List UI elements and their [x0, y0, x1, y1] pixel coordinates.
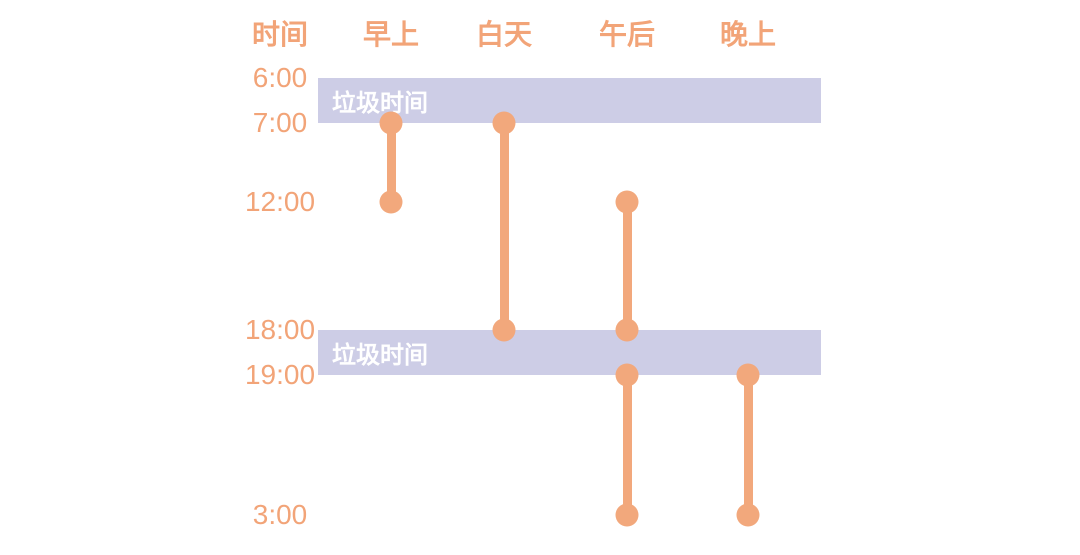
range-dot-morning-1-end — [379, 190, 403, 214]
garbage-time-band-1: 垃圾时间 — [318, 78, 821, 123]
time-tick-1900: 19:00 — [244, 359, 316, 390]
range-stem-evening-1 — [743, 375, 753, 515]
range-dot-daytime-1-start — [492, 111, 516, 135]
range-dot-afternoon-1-start — [615, 190, 639, 214]
range-dot-afternoon-2-start — [615, 363, 639, 387]
column-header-morning: 早上 — [362, 19, 420, 50]
range-dot-evening-1-end — [736, 503, 760, 527]
time-tick-1200: 12:00 — [244, 186, 316, 217]
garbage-time-band-label: 垃圾时间 — [332, 90, 428, 117]
range-stem-morning-1 — [386, 123, 396, 202]
range-dot-daytime-1-end — [492, 318, 516, 342]
garbage-time-band-label: 垃圾时间 — [332, 342, 428, 369]
range-stem-daytime-1 — [499, 123, 509, 330]
column-header-daytime: 白天 — [475, 19, 533, 50]
time-tick-600: 6:00 — [252, 62, 308, 93]
range-stem-afternoon-2 — [622, 375, 632, 515]
range-dot-morning-1-start — [379, 111, 403, 135]
column-header-afternoon: 午后 — [598, 19, 656, 50]
range-dot-evening-1-start — [736, 363, 760, 387]
range-dot-afternoon-2-end — [615, 503, 639, 527]
time-tick-700: 7:00 — [252, 107, 308, 138]
garbage-time-band-2: 垃圾时间 — [318, 330, 821, 375]
time-axis-label: 时间 — [251, 19, 309, 50]
time-tick-300: 3:00 — [252, 499, 308, 530]
time-tick-1800: 18:00 — [244, 314, 316, 345]
range-stem-afternoon-1 — [622, 202, 632, 330]
column-header-evening: 晚上 — [719, 19, 777, 50]
range-dot-afternoon-1-end — [615, 318, 639, 342]
